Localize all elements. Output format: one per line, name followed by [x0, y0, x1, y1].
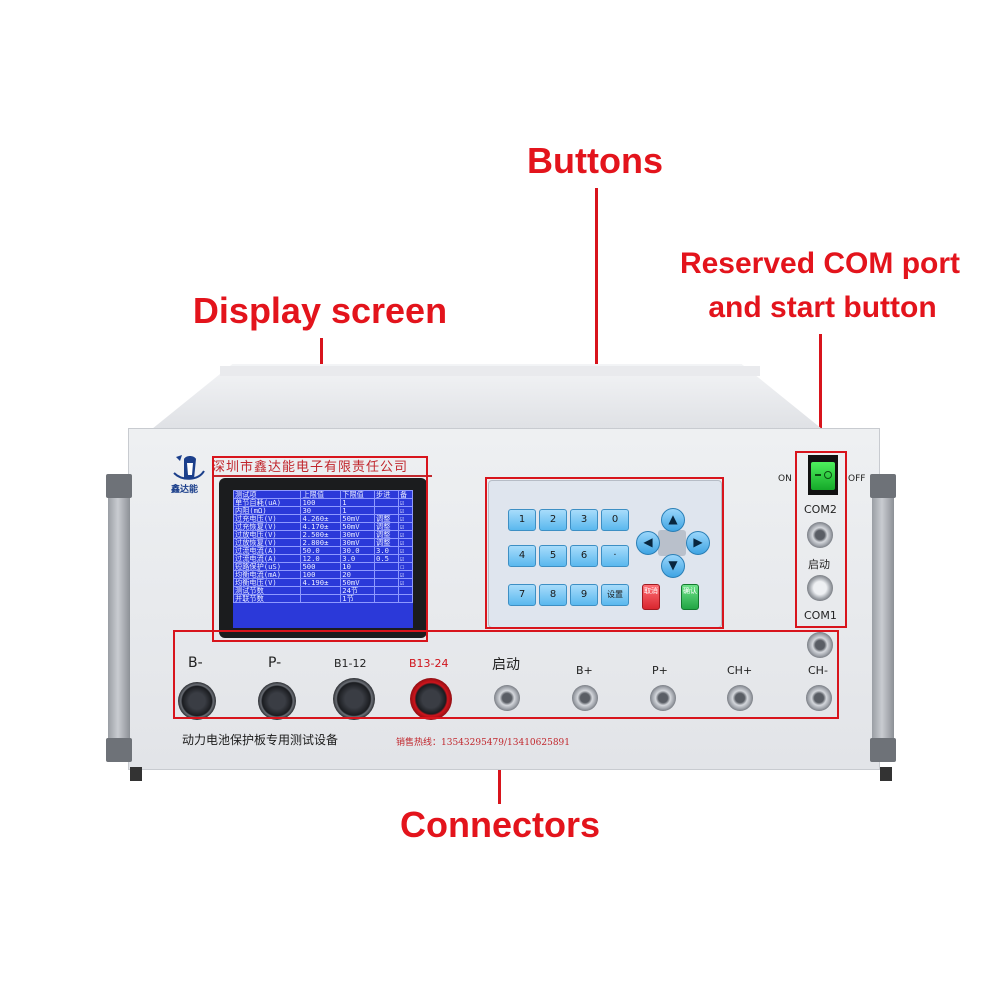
device-subtitle: 动力电池保护板专用测试设备: [182, 733, 339, 747]
sales-hotline: 销售热线：13543295479/13410625891: [396, 738, 571, 748]
connector-label-start: 启动: [492, 657, 520, 673]
screen-table-cell: [300, 594, 342, 603]
connector-ch-plus[interactable]: [727, 685, 753, 711]
company-name: 深圳市鑫达能电子有限责任公司: [212, 456, 432, 477]
keypad-key[interactable]: 8: [539, 584, 567, 606]
direction-pad: ▲ ▼ ◀ ▶: [636, 508, 710, 578]
connector-label-b1-12: B1-12: [334, 657, 367, 670]
left-handle-cap-bottom: [106, 738, 132, 762]
switch-off-mark: [824, 471, 832, 479]
device-top-strip: [220, 366, 760, 376]
connector-b-minus[interactable]: [178, 682, 216, 720]
keypad-key[interactable]: 设置: [601, 584, 629, 606]
right-handle: [872, 486, 894, 746]
connector-start[interactable]: [494, 685, 520, 711]
display-screen-callout: Display screen: [192, 290, 448, 331]
connector-b1-12[interactable]: [333, 678, 375, 720]
right-handle-cap-bottom: [870, 738, 896, 762]
connector-label-ch-plus: CH+: [727, 664, 753, 677]
reserved-com-callout-line: [819, 334, 822, 451]
keypad-key[interactable]: 6: [570, 545, 598, 567]
keypad-key[interactable]: 9: [570, 584, 598, 606]
connector-b13-24[interactable]: [410, 678, 452, 720]
cancel-button[interactable]: 取消: [642, 584, 660, 610]
connectors-highlight: [173, 630, 839, 719]
logo-text: 鑫达能: [171, 485, 199, 495]
power-switch[interactable]: [811, 462, 835, 490]
screen-table-cell: 并联节数: [233, 594, 302, 603]
keypad-key[interactable]: 2: [539, 509, 567, 531]
keypad-key[interactable]: 0: [601, 509, 629, 531]
connector-label-p-minus: P-: [268, 655, 282, 671]
reserved-com-highlight: [795, 451, 847, 628]
confirm-button[interactable]: 确认: [681, 584, 699, 610]
arrow-right-button[interactable]: ▶: [686, 531, 710, 555]
switch-on-mark: [815, 474, 821, 476]
connector-label-p-plus: P+: [652, 664, 668, 677]
keypad-key[interactable]: 3: [570, 509, 598, 531]
keypad-key[interactable]: 4: [508, 545, 536, 567]
connector-label-b13-24: B13-24: [409, 657, 449, 670]
left-handle: [108, 486, 130, 746]
switch-on-label: ON: [778, 474, 792, 484]
keypad-key[interactable]: 1: [508, 509, 536, 531]
connector-b-plus[interactable]: [572, 685, 598, 711]
left-handle-cap: [106, 474, 132, 498]
com1-port[interactable]: [807, 632, 833, 658]
left-foot: [130, 767, 142, 781]
arrow-down-button[interactable]: ▼: [661, 554, 685, 578]
com2-label: COM2: [804, 503, 837, 516]
right-foot: [880, 767, 892, 781]
connector-label-b-plus: B+: [576, 664, 593, 677]
connector-label-ch-minus: CH-: [808, 664, 828, 677]
buttons-callout-line: [595, 188, 598, 480]
arrow-up-button[interactable]: ▲: [661, 508, 685, 532]
connector-ch-minus[interactable]: [806, 685, 832, 711]
reserved-com-callout-line1: Reserved COM port: [679, 247, 961, 280]
right-handle-cap: [870, 474, 896, 498]
connectors-callout: Connectors: [399, 804, 601, 845]
start-button[interactable]: [807, 575, 833, 601]
dpad-center: [658, 530, 686, 556]
display-screen-highlight: [212, 456, 428, 642]
screen-table-cell: [397, 594, 413, 603]
keypad-key[interactable]: 5: [539, 545, 567, 567]
buttons-callout: Buttons: [527, 140, 663, 181]
keypad-key[interactable]: ·: [601, 545, 629, 567]
connector-p-minus[interactable]: [258, 682, 296, 720]
buttons-highlight: [485, 477, 724, 629]
arrow-left-button[interactable]: ◀: [636, 531, 660, 555]
keypad-key[interactable]: 7: [508, 584, 536, 606]
com1-label: COM1: [804, 609, 837, 622]
connector-label-b-minus: B-: [188, 655, 203, 671]
com2-port[interactable]: [807, 522, 833, 548]
company-logo-icon: [173, 455, 205, 480]
start-label: 启动: [808, 558, 830, 571]
switch-off-label: OFF: [848, 474, 866, 484]
connector-p-plus[interactable]: [650, 685, 676, 711]
reserved-com-callout-line2: and start button: [708, 291, 937, 324]
